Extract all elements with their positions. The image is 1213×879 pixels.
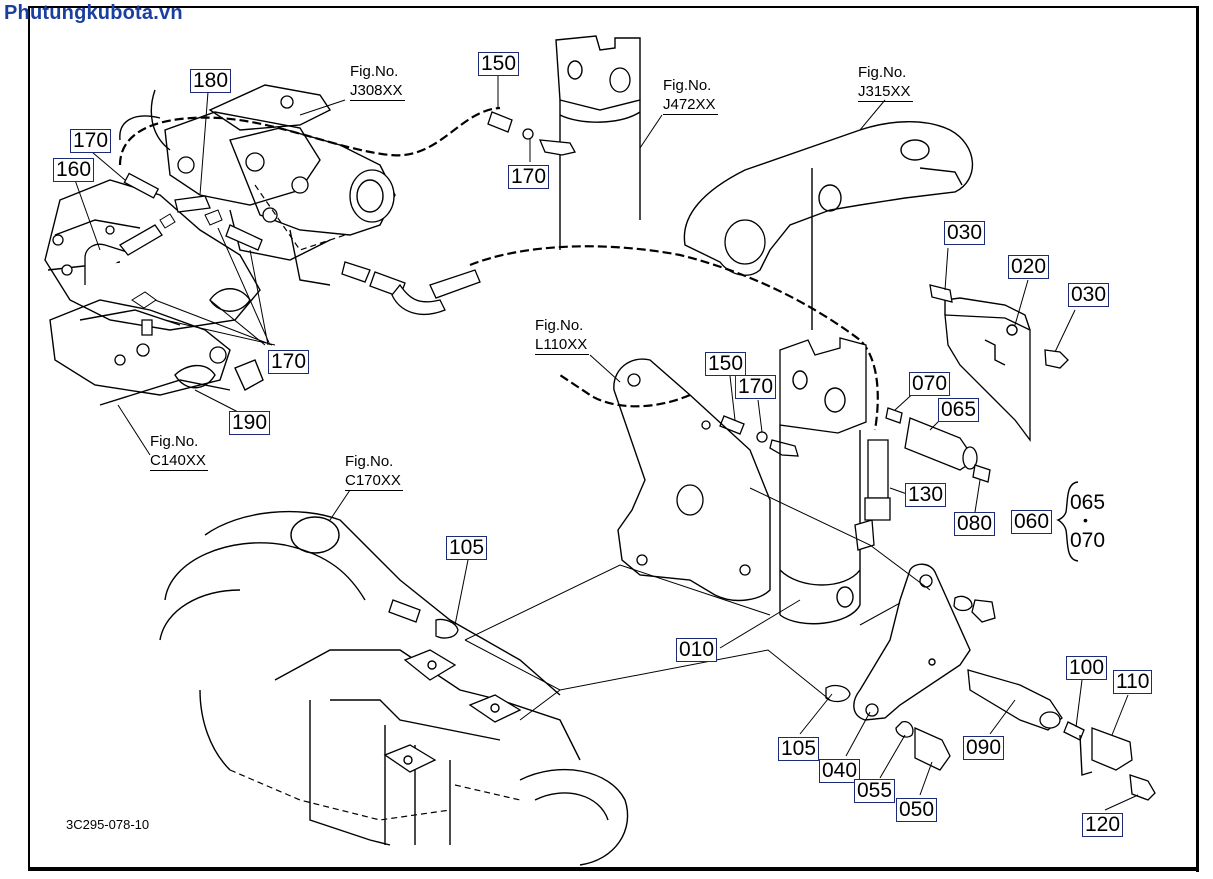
part-callout-060[interactable]: 060 — [1011, 510, 1053, 534]
figref-code: J472XX — [663, 96, 718, 115]
part-callout-110[interactable]: 110 — [1113, 670, 1153, 694]
figref-label: Fig.No. — [858, 64, 907, 81]
group-bullet: • — [1083, 512, 1088, 528]
part-callout-010[interactable]: 010 — [676, 638, 718, 662]
figref-j308[interactable]: Fig.No. J308XX — [350, 62, 405, 101]
figref-label: Fig.No. — [150, 433, 199, 450]
sensor-065-art — [885, 407, 991, 483]
lift-cylinder-art — [779, 337, 891, 625]
frame-shadow-right — [1196, 6, 1199, 872]
figref-code: J315XX — [858, 83, 913, 102]
figref-label: Fig.No. — [350, 63, 399, 80]
part-callout-080[interactable]: 080 — [954, 512, 996, 536]
main-hose-line — [469, 245, 879, 431]
part-callout-190[interactable]: 190 — [229, 411, 271, 435]
part-callout-030[interactable]: 030 — [1068, 283, 1110, 307]
part-callout-180[interactable]: 180 — [190, 69, 232, 93]
part-callout-055[interactable]: 055 — [854, 779, 896, 803]
part-callout-170[interactable]: 170 — [70, 129, 112, 153]
part-callout-070[interactable]: 070 — [909, 372, 951, 396]
hose-fittings-art — [341, 111, 799, 457]
figref-label: Fig.No. — [345, 453, 394, 470]
figref-label: Fig.No. — [663, 77, 712, 94]
hydraulic-block-art — [44, 84, 396, 406]
figref-c140[interactable]: Fig.No. C140XX — [150, 432, 208, 471]
part-callout-120[interactable]: 120 — [1082, 813, 1124, 837]
bracket-020-art — [929, 284, 1069, 442]
part-callout-150[interactable]: 150 — [478, 52, 520, 76]
figref-code: C170XX — [345, 472, 403, 491]
part-callout-105[interactable]: 105 — [778, 737, 820, 761]
part-callout-170[interactable]: 170 — [268, 350, 310, 374]
part-callout-130[interactable]: 130 — [905, 483, 947, 507]
upper-hose-line — [118, 106, 501, 166]
group-member-065: 065 — [1070, 491, 1106, 514]
group-brace — [1056, 481, 1079, 562]
part-callout-170[interactable]: 170 — [508, 165, 550, 189]
figref-label: Fig.No. — [535, 317, 584, 334]
lift-arm-art — [683, 121, 974, 330]
figref-j472[interactable]: Fig.No. J472XX — [663, 76, 718, 115]
leader-lines — [74, 75, 1139, 811]
part-callout-105[interactable]: 105 — [446, 536, 488, 560]
part-callout-090[interactable]: 090 — [963, 736, 1005, 760]
part-callout-170[interactable]: 170 — [735, 375, 777, 399]
figref-code: J308XX — [350, 82, 405, 101]
return-hose-line — [559, 374, 691, 408]
group-member-070: 070 — [1070, 529, 1106, 552]
part-callout-160[interactable]: 160 — [53, 158, 95, 182]
figref-code: C140XX — [150, 452, 208, 471]
lower-bracket-art — [825, 563, 1156, 801]
part-callout-020[interactable]: 020 — [1008, 255, 1050, 279]
part-callout-050[interactable]: 050 — [896, 798, 938, 822]
part-callout-030[interactable]: 030 — [944, 221, 986, 245]
upper-cylinder-art — [555, 35, 641, 250]
figref-j315[interactable]: Fig.No. J315XX — [858, 63, 913, 102]
bracket-l110-art — [613, 358, 771, 602]
watermark-text: Phutungkubota.vn — [4, 2, 183, 24]
figref-code: L110XX — [535, 336, 590, 355]
part-callout-040[interactable]: 040 — [819, 759, 861, 783]
part-callout-065[interactable]: 065 — [938, 398, 980, 422]
part-callout-100[interactable]: 100 — [1066, 656, 1108, 680]
axle-housing-art — [159, 510, 629, 866]
figref-c170[interactable]: Fig.No. C170XX — [345, 452, 403, 491]
part-callout-150[interactable]: 150 — [705, 352, 747, 376]
drawing-code: 3C295-078-10 — [66, 817, 150, 832]
figref-l110[interactable]: Fig.No. L110XX — [535, 316, 590, 355]
frame-shadow-bottom — [28, 868, 1199, 871]
